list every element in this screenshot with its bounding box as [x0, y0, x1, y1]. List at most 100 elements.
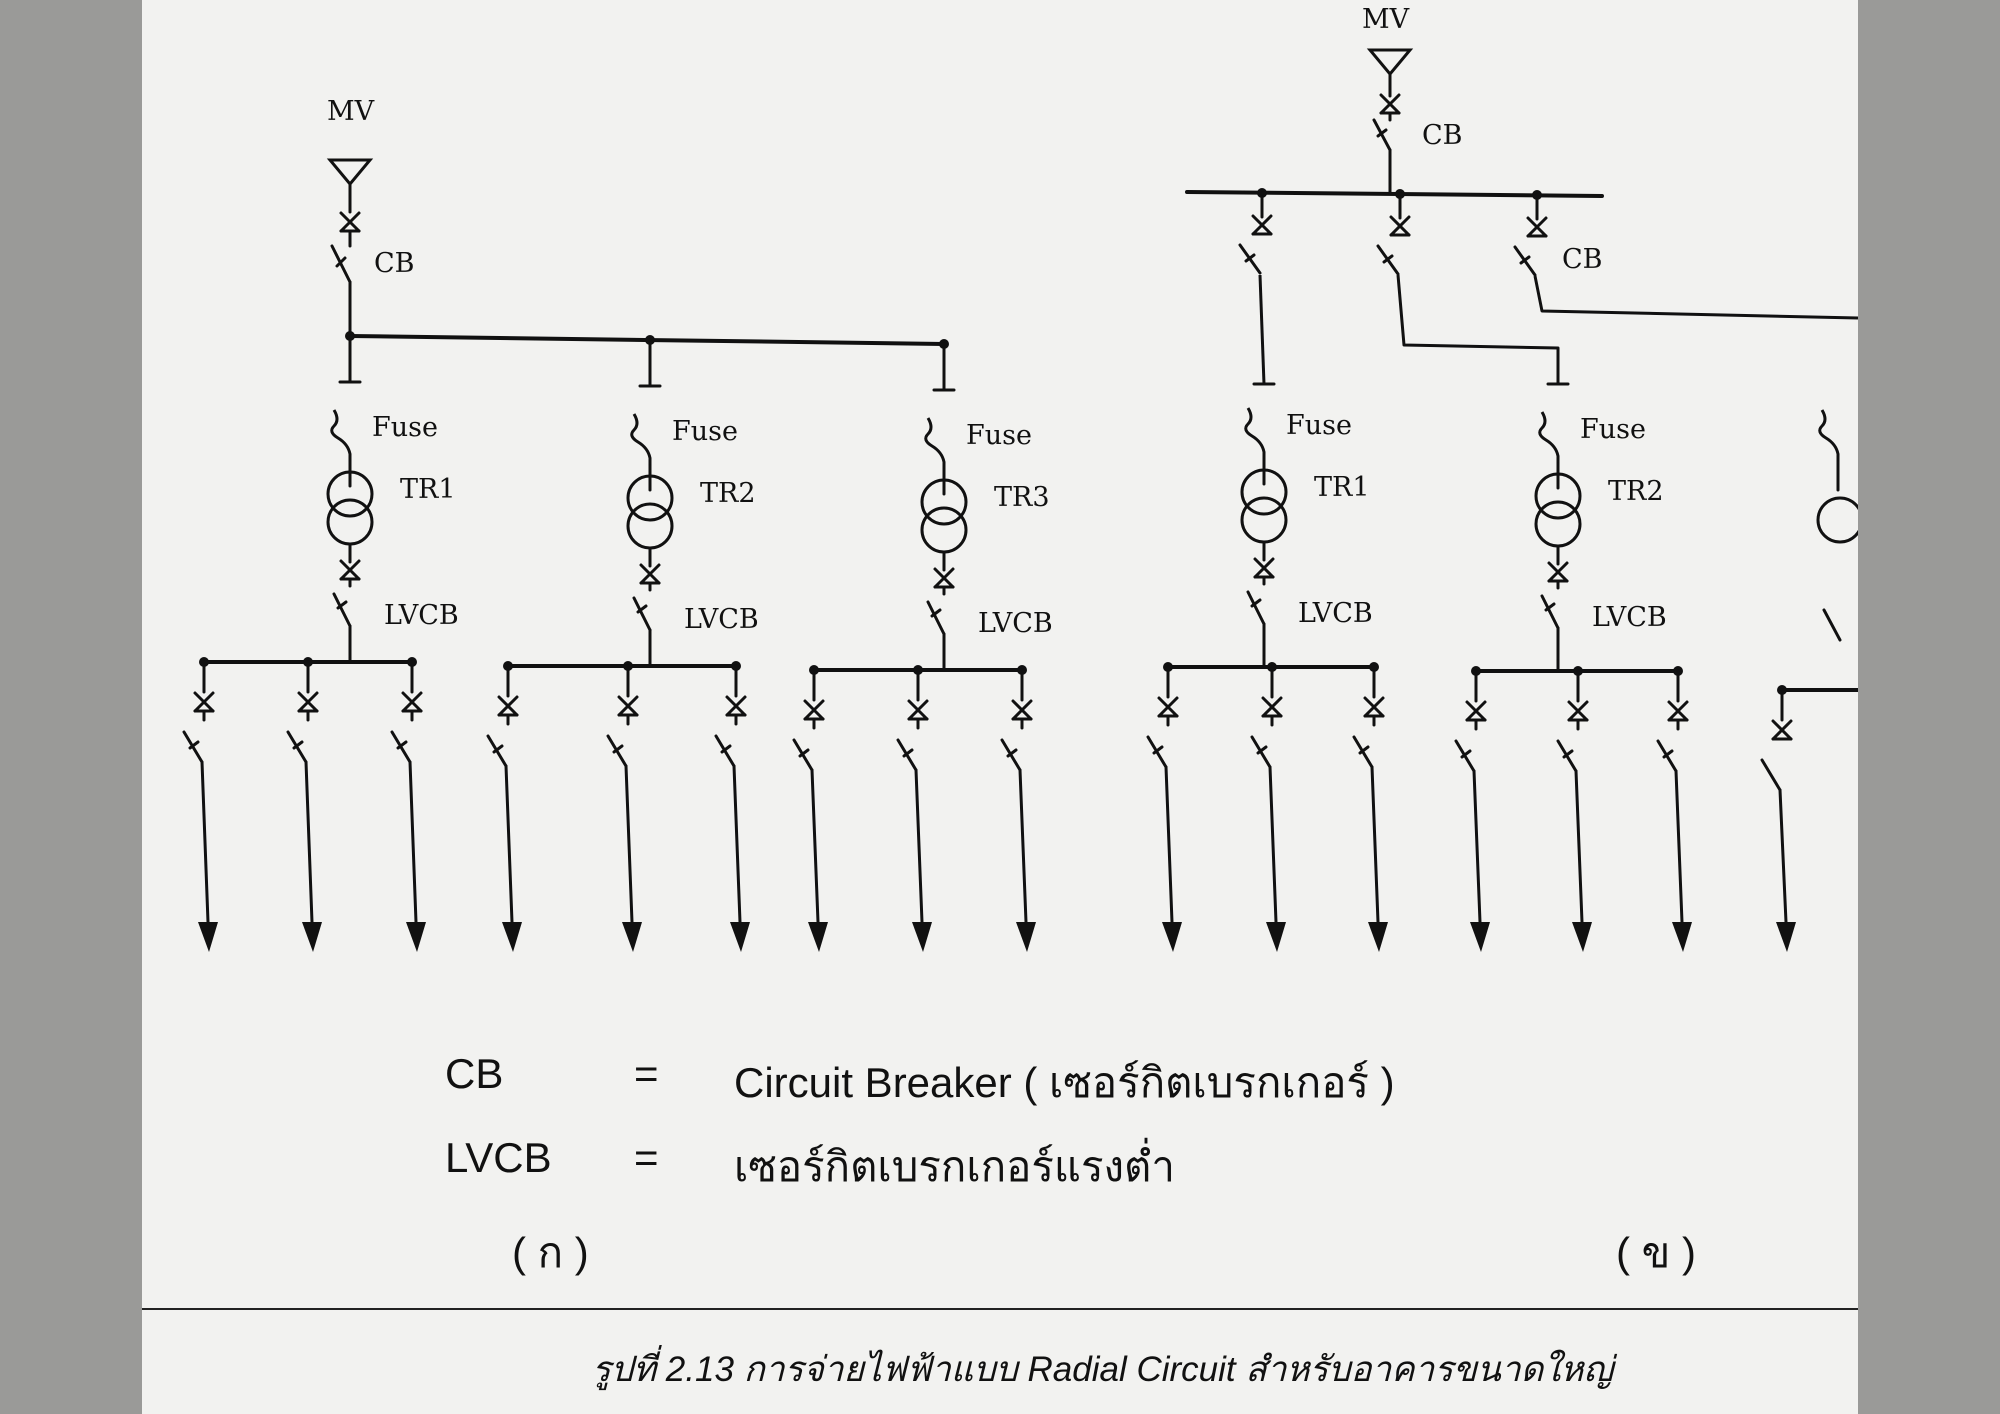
- mv-label: MV: [327, 96, 375, 127]
- diagram-a-feeders-1: [182, 657, 426, 952]
- lvcb-label: LVCB: [1592, 602, 1667, 633]
- feeder-breaker-blade: [1760, 758, 1782, 792]
- feeder-breaker-blade: [1562, 749, 1574, 759]
- lv-breaker-blade: [332, 592, 352, 628]
- feeder-arrow: [1368, 922, 1388, 952]
- feeder-line: [304, 760, 314, 924]
- fuse-label: Fuse: [372, 412, 438, 443]
- wire: [1533, 275, 1858, 320]
- feeder-line: [1674, 769, 1684, 924]
- diagram-b-branch-3-partial: [1760, 409, 1858, 952]
- diagram-b-feeders-1: [1146, 655, 1388, 952]
- transformer-winding: [920, 506, 968, 554]
- disconnect-mark: [1667, 700, 1689, 722]
- lvcb-label: LVCB: [1298, 598, 1373, 629]
- caption-rule: [142, 1308, 1858, 1310]
- lvcb-label: LVCB: [978, 608, 1053, 639]
- main-breaker-blade: [1376, 128, 1388, 138]
- feeder-breaker-blade: [1256, 745, 1268, 755]
- disconnect-mark: [907, 699, 929, 721]
- feeder-arrow: [502, 922, 522, 952]
- disconnect-mark: [1363, 696, 1385, 718]
- transformer-winding: [1240, 496, 1288, 544]
- feeder-line: [408, 760, 418, 924]
- transformer-winding: [1240, 468, 1288, 516]
- diagram-b-mv-bus: CB: [1185, 188, 1858, 386]
- feeder-breaker-blade: [1358, 745, 1370, 755]
- feeder-arrow: [622, 922, 642, 952]
- wire: [1258, 274, 1266, 385]
- transformer-winding: [326, 470, 374, 518]
- feeder-line: [1778, 788, 1788, 924]
- disconnect-mark: [1465, 700, 1487, 722]
- transformer-label: TR2: [700, 478, 756, 509]
- transformer-winding: [626, 474, 674, 522]
- feeder-arrow: [912, 922, 932, 952]
- lv-breaker-blade: [336, 600, 348, 610]
- lv-breaker-blade: [1544, 602, 1556, 612]
- disconnect-mark: [193, 691, 215, 713]
- lvcb-label: LVCB: [384, 600, 459, 631]
- feeder-breaker-blade: [492, 744, 504, 754]
- feeder-arrow: [730, 922, 750, 952]
- transformer-winding: [626, 502, 674, 550]
- fuse-label: Fuse: [1580, 414, 1646, 445]
- feeder-breaker-blade: [798, 748, 810, 758]
- feeder-line: [810, 768, 820, 924]
- feeder-line: [1370, 765, 1380, 924]
- disconnect-mark: [639, 563, 661, 585]
- feeder-arrow: [1016, 922, 1036, 952]
- fuse-label: Fuse: [966, 420, 1032, 451]
- lv-breaker-blade: [1250, 598, 1262, 608]
- fuse-symbol: [924, 417, 946, 470]
- transformer-winding: [326, 498, 374, 546]
- fuse-label: Fuse: [672, 416, 738, 447]
- fuse-label: Fuse: [1286, 410, 1352, 441]
- disconnect-mark: [1157, 696, 1179, 718]
- feeder-line: [1268, 765, 1278, 924]
- lv-breaker-blade: [926, 600, 946, 636]
- fuse-symbol: [1818, 409, 1840, 462]
- fuse-symbol: [630, 413, 652, 466]
- mv-label: MV: [1362, 4, 1410, 35]
- part-label-a: ( ก ): [512, 1229, 589, 1276]
- feeder-breaker-blade: [612, 744, 624, 754]
- feeder-breaker-blade: [1460, 749, 1472, 759]
- diagram-a-feeders-2: [486, 661, 750, 952]
- diagram-a-mv-bus: [338, 331, 956, 392]
- feeder-arrow: [1470, 922, 1490, 952]
- feeder-breaker-blade: [1152, 745, 1164, 755]
- disconnect-mark: [297, 691, 319, 713]
- disconnect-mark: [933, 567, 955, 589]
- lv-breaker-blade: [1540, 594, 1560, 630]
- disconnect-mark: [1379, 93, 1401, 115]
- disconnect-mark: [1771, 719, 1793, 741]
- feeder-line: [200, 760, 210, 924]
- disconnect-mark: [617, 695, 639, 717]
- feeder-arrow: [1572, 922, 1592, 952]
- feeder-breaker-blade: [720, 744, 732, 754]
- transformer-label: TR1: [400, 474, 456, 505]
- transformer-winding: [1534, 500, 1582, 548]
- feeder-arrow: [1266, 922, 1286, 952]
- fuse-symbol: [1244, 407, 1266, 460]
- feeder-line: [732, 764, 742, 924]
- diagram-a-feeders-3: [792, 665, 1036, 952]
- feeder-line: [1574, 769, 1584, 924]
- fuse-symbol: [330, 409, 352, 462]
- disconnect-mark: [1389, 215, 1411, 237]
- feeder-arrow: [1776, 922, 1796, 952]
- lvcb-label: LVCB: [684, 604, 759, 635]
- feeder-breaker-blade: [902, 748, 914, 758]
- single-line-diagram: MVCBFuseTR1LVCBFuseTR2LVCBFuseTR3LVCBMVC…: [182, 4, 1858, 952]
- disconnect-mark: [497, 695, 519, 717]
- fuse-symbol: [1538, 411, 1560, 464]
- feeder-arrow: [1672, 922, 1692, 952]
- disconnect-mark: [1567, 700, 1589, 722]
